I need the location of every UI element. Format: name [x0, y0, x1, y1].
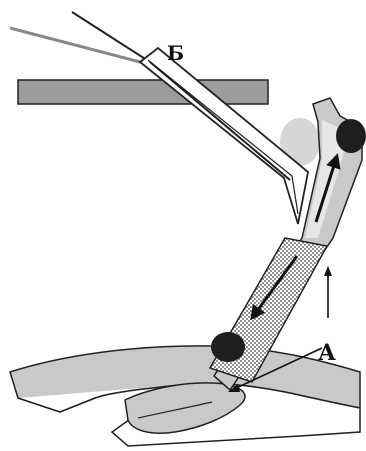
dark-dot-lower	[211, 332, 245, 362]
label-a: А	[318, 340, 336, 366]
dark-dot-upper	[336, 119, 366, 153]
stylet	[10, 12, 308, 224]
horizontal-bar	[18, 80, 268, 104]
label-b: Б	[167, 41, 184, 65]
skin-layer	[10, 346, 360, 446]
